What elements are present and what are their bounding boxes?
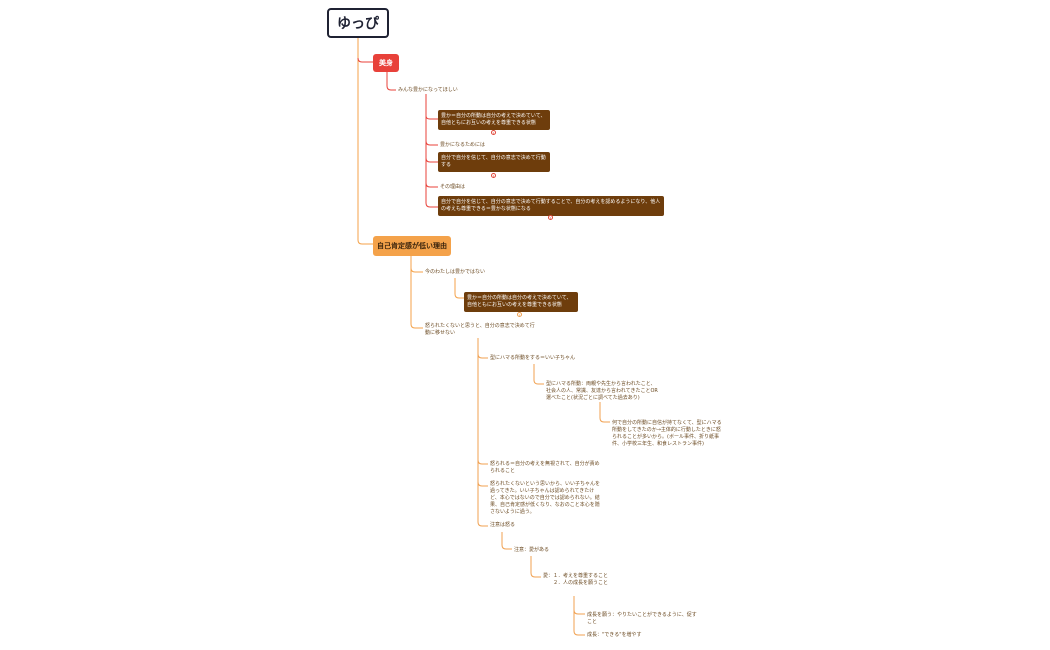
- root-node[interactable]: ゆっぴ: [327, 8, 389, 38]
- topic-being-scolded[interactable]: 怒られる＝自分の考えを無視されて、自分が責められること: [490, 461, 600, 474]
- badge-icon[interactable]: 1: [517, 312, 522, 317]
- topic-to-be-rich[interactable]: 豊かになるためには: [440, 142, 486, 148]
- box-rich-definition-2[interactable]: 豊か＝自分の所動は自分の考えで決めていて、自他ともにお互いの考えを尊重できる状態: [464, 292, 578, 312]
- branch-low-self-esteem-node[interactable]: 自己肯定感が低い理由: [373, 236, 451, 256]
- root-title: ゆっぴ: [337, 16, 379, 32]
- topic-caution-has-love[interactable]: 注意：愛がある: [514, 547, 550, 553]
- branch-body-node[interactable]: 美身: [373, 54, 399, 72]
- topic-growth[interactable]: 成長："できる"を増やす: [587, 632, 642, 638]
- topic-love-definition[interactable]: 愛：１．考えを尊重すること ２．人の成長を願うこと: [543, 573, 609, 586]
- topic-why-no-confidence[interactable]: 何で自分の所動に自信が持てなくて、型にハマる所動をしてきたのか→主体的に行動した…: [612, 420, 722, 447]
- topic-caution-is-scolding[interactable]: 注意は怒る: [490, 522, 516, 528]
- topic-good-child[interactable]: 型にハマる所動をする＝いい子ちゃん: [490, 355, 576, 361]
- topic-reason[interactable]: その理由は: [440, 184, 466, 190]
- badge-icon[interactable]: 1: [491, 130, 496, 135]
- topic-wish-growth[interactable]: 成長を願う：やりたいことができるように、促すこと: [587, 612, 697, 625]
- box-rich-definition[interactable]: 豊か＝自分の所動は自分の考えで決めていて、自他ともにお互いの考えを尊重できる状態: [438, 110, 550, 130]
- badge-icon[interactable]: 1: [548, 215, 553, 220]
- topic-afraid-of-scolding[interactable]: 怒られたくないと思うと、自分の意志で決めて行動に移せない: [425, 323, 535, 336]
- badge-icon[interactable]: 1: [491, 173, 496, 178]
- topic-everyone-rich[interactable]: みんな豊かになってほしい: [398, 87, 458, 93]
- topic-good-child-result[interactable]: 怒られたくないという思いから、いい子ちゃんを過ってきた。いい子ちゃんは認められて…: [490, 481, 601, 515]
- topic-conforming-action[interactable]: 型にハマる所動：両親や先生から言われたこと、社会人の人、常識、友達から言われてき…: [546, 381, 658, 401]
- box-believe-self[interactable]: 自分で自分を信じて、自分の意志で決めて行動する: [438, 152, 550, 172]
- box-reason-detail[interactable]: 自分で自分を信じて、自分の意志で決めて行動することで、自分の考えを認めるようにな…: [438, 196, 664, 216]
- topic-not-rich-now[interactable]: 今のわたしは豊かではない: [425, 269, 486, 275]
